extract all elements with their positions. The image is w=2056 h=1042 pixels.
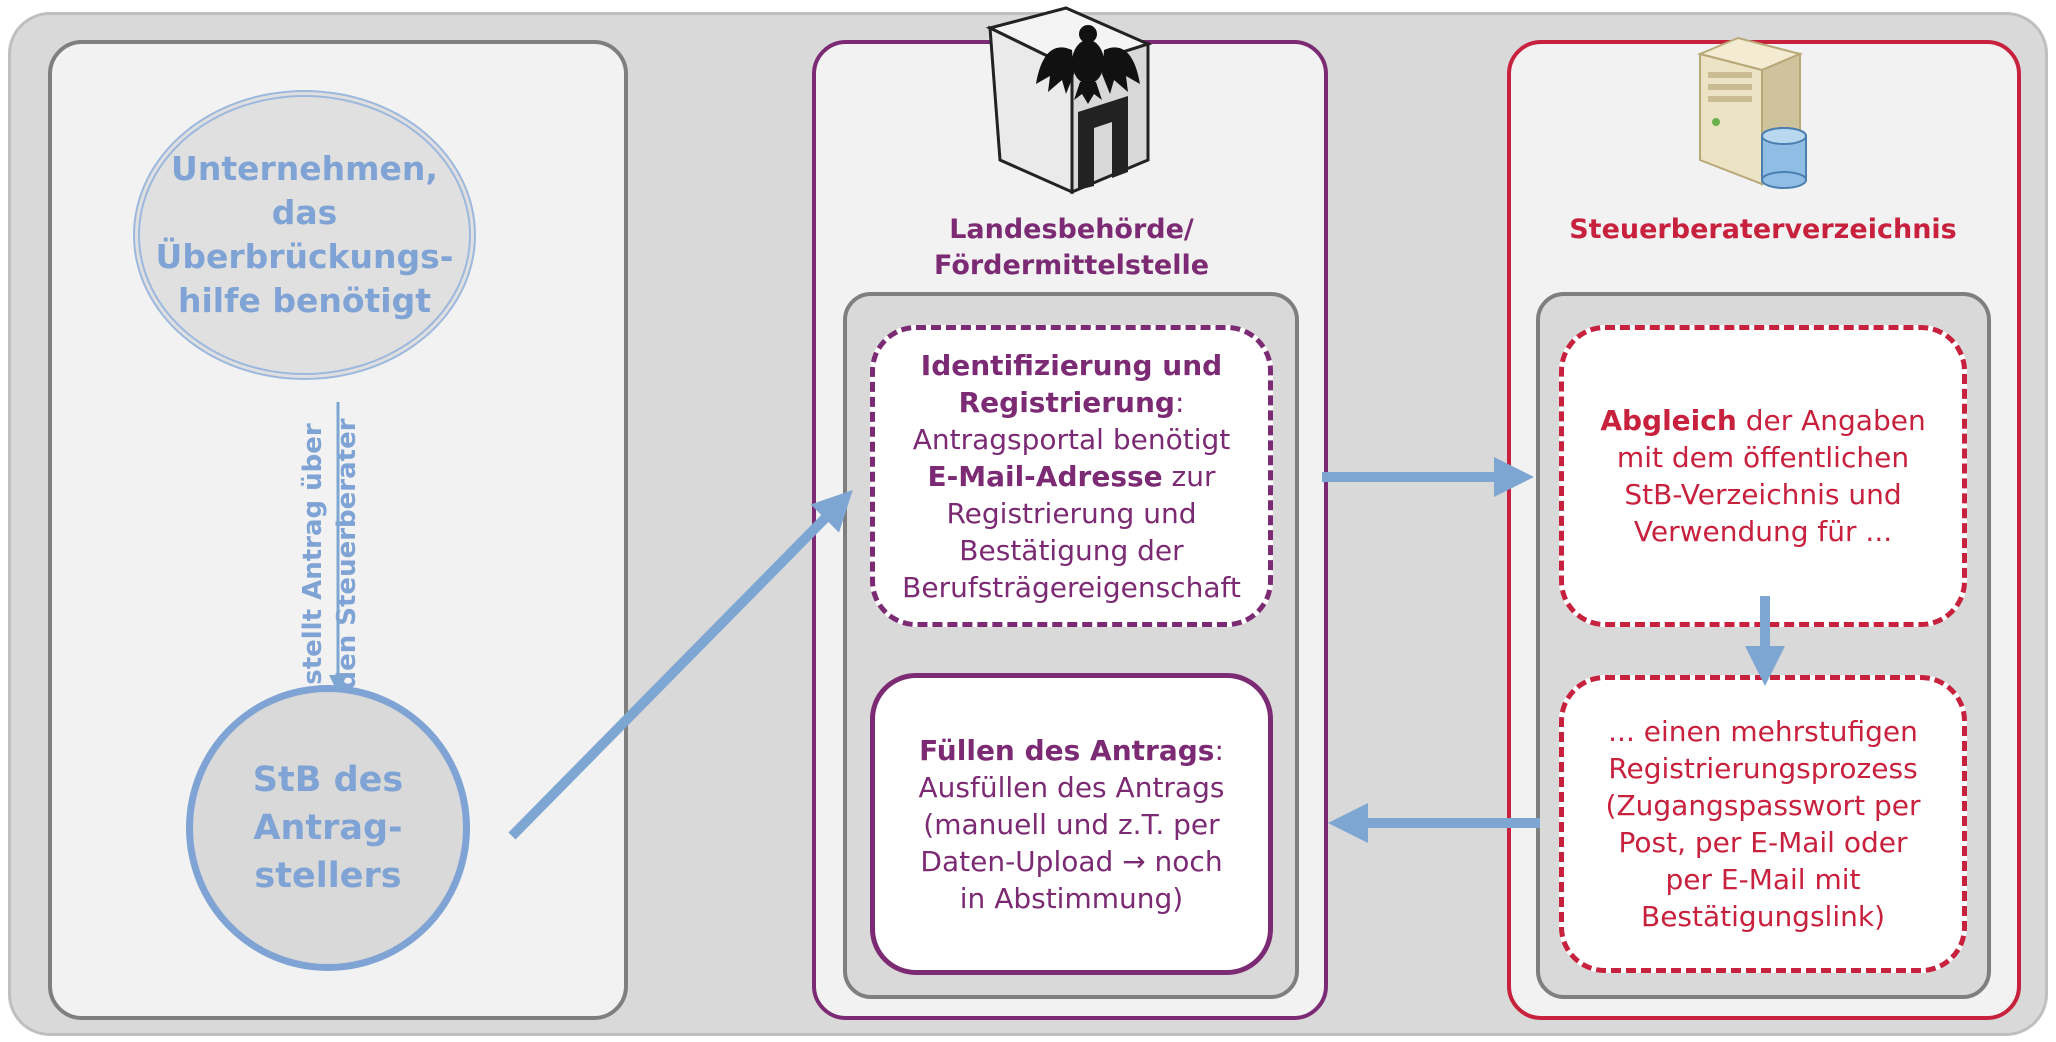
card-text: per E-Mail mit bbox=[1665, 863, 1861, 896]
card-text: der Angaben bbox=[1736, 404, 1926, 437]
card-text: (Zugangspasswort per bbox=[1605, 789, 1921, 822]
card-text: Bestätigungslink) bbox=[1641, 900, 1885, 933]
federal-eagle-building-icon bbox=[985, 6, 1153, 195]
card-text: : bbox=[1174, 385, 1185, 419]
card-text: in Abstimmung) bbox=[959, 881, 1184, 915]
comparison-card: Abgleich der Angaben mit dem öffentliche… bbox=[1559, 325, 1967, 627]
tax-advisor-registry-heading: Steuerberaterverzeichnis bbox=[1569, 214, 1957, 245]
card-text: Registrierungsprozess bbox=[1608, 752, 1918, 785]
state-authority-heading: Landesbehörde/ Fördermittelstelle bbox=[870, 212, 1273, 284]
company-line: Überbrückungs- bbox=[155, 237, 454, 276]
registration-process-card: ... einen mehrstufigen Registrierungspro… bbox=[1559, 675, 1967, 973]
card-text: Ausfüllen des Antrags bbox=[918, 770, 1225, 804]
card-text: Antragsportal benötigt bbox=[912, 422, 1231, 456]
card-text: Berufsträgereigenschaft bbox=[902, 570, 1241, 604]
card-bold-text: Füllen des Antrags bbox=[919, 733, 1215, 767]
tax-advisor-line: StB des bbox=[252, 760, 404, 800]
company-line: Unternehmen, bbox=[171, 149, 438, 188]
card-bold-text: E-Mail-Adresse bbox=[927, 459, 1163, 493]
card-bold-text: Identifizierung und bbox=[920, 348, 1223, 382]
card-bold-text: Registrierung bbox=[958, 385, 1175, 419]
card-text: Registrierung und bbox=[946, 496, 1197, 530]
identification-registration-card: Identifizierung und Registrierung: Antra… bbox=[870, 325, 1273, 627]
card-text: ... einen mehrstufigen bbox=[1608, 715, 1918, 748]
database-server-icon bbox=[1696, 36, 1807, 189]
company-line: das bbox=[271, 193, 338, 232]
tax-advisor-ellipse: StB des Antrag- stellers bbox=[186, 685, 470, 971]
card-text: mit dem öffentlichen bbox=[1616, 441, 1910, 474]
card-text: StB-Verzeichnis und bbox=[1624, 478, 1902, 511]
card-text: zur bbox=[1162, 459, 1216, 493]
card-bold-text: Abgleich bbox=[1600, 404, 1737, 437]
tax-advisor-line: Antrag- bbox=[253, 808, 403, 848]
company-ellipse: Unternehmen, das Überbrückungs- hilfe be… bbox=[133, 90, 476, 380]
card-text: : bbox=[1214, 733, 1224, 767]
heading-line: Fördermittelstelle bbox=[933, 250, 1210, 281]
company-line: hilfe benötigt bbox=[177, 281, 431, 320]
card-text: (manuell und z.T. per bbox=[923, 807, 1220, 841]
heading-line: Landesbehörde/ bbox=[949, 214, 1194, 245]
card-text: Verwendung für ... bbox=[1633, 515, 1893, 548]
advisor-to-registration-arrow bbox=[508, 490, 853, 840]
card-text: Post, per E-Mail oder bbox=[1618, 826, 1908, 859]
card-text: Daten-Upload → noch bbox=[920, 844, 1223, 878]
fill-application-card: Füllen des Antrags: Ausfüllen des Antrag… bbox=[870, 673, 1273, 975]
card-text: Bestätigung der bbox=[959, 533, 1184, 567]
tax-advisor-line: stellers bbox=[254, 856, 402, 896]
